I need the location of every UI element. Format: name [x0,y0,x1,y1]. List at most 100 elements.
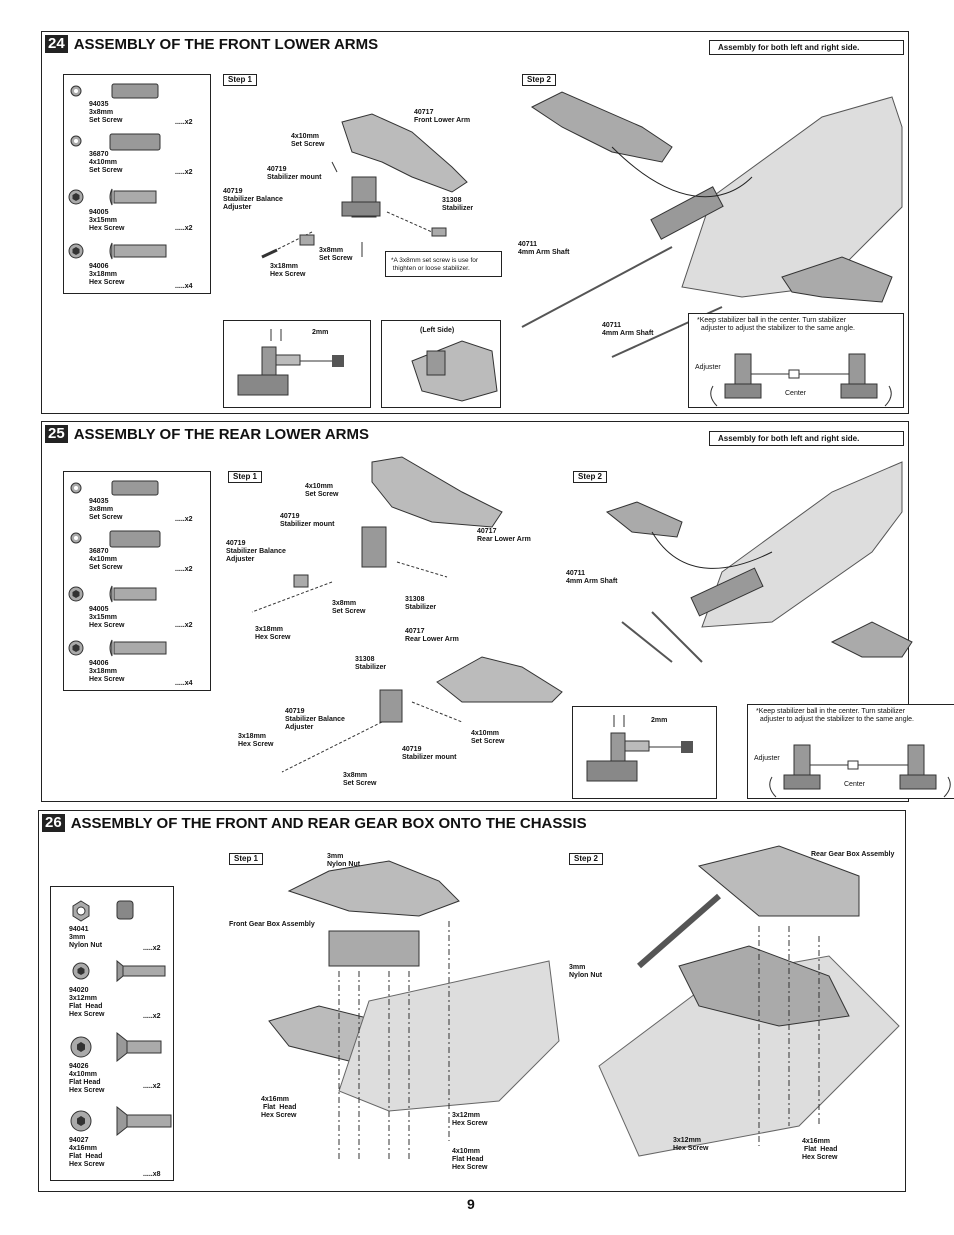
set-screw-icon [70,480,159,496]
balance-diagram [769,744,951,798]
flat-head-screw-icon [70,1031,162,1063]
hex-screw-icon [68,242,167,260]
part-label: 36870 4x10mm Set Screw [89,151,123,174]
section-25-header: 25 ASSEMBLY OF THE REAR LOWER ARMS [45,425,369,443]
part-label: 94020 3x12mm Flat Head Hex Screw [69,987,105,1018]
hex-screw-icon [68,585,157,603]
section-26: 26 ASSEMBLY OF THE FRONT AND REAR GEAR B… [38,810,906,1192]
section-number: 26 [42,814,65,832]
part-qty: .....x2 [143,945,161,952]
label-rear-lower-arm: 40717 Rear Lower Arm [477,528,531,543]
part-qty: .....x8 [143,1171,161,1178]
part-qty: .....x2 [175,622,193,629]
assembly-note: Assembly for both left and right side. [709,40,904,55]
label-hex-screw-3x18-b: 3x18mm Hex Screw [238,733,274,748]
page-number: 9 [467,1196,475,1212]
label-stabilizer: 31308 Stabilizer [405,596,437,611]
inset-2mm-gap: 2mm [223,320,371,408]
label-adjuster: Adjuster [754,755,780,762]
label-stabilizer-b: 31308 Stabilizer [355,656,387,671]
inset-center-note: *Keep stabilizer ball in the center. Tur… [747,704,954,799]
part-qty: .....x2 [175,169,193,176]
label-center: Center [844,781,866,788]
label-2mm: 2mm [312,329,329,336]
assembly-note: Assembly for both left and right side. [709,431,904,446]
label-rear-lower-arm-b: 40717 Rear Lower Arm [405,628,459,643]
label-arm-shaft-1: 40711 4mm Arm Shaft [518,241,570,256]
step-1-label: Step 1 [228,471,263,483]
label-2mm: 2mm [651,717,668,724]
section-title: ASSEMBLY OF THE FRONT LOWER ARMS [73,35,379,53]
label-adjuster: Adjuster [695,364,721,371]
part-qty: .....x4 [175,283,193,290]
part-label: 94006 3x18mm Hex Screw [89,660,125,683]
section-number: 25 [45,425,68,443]
label-flat-4x10: 4x10mm Flat Head Hex Screw [452,1148,488,1171]
set-screw-note: *A 3x8mm set screw is use for thighten o… [385,251,502,277]
set-screw-icon [70,530,161,548]
label-hex-3x12-a: 3x12mm Hex Screw [452,1112,488,1127]
step-2-label: Step 2 [573,471,608,483]
label-set-screw-4x10: 4x10mm Set Screw [291,133,325,148]
inset-center-note: *Keep stabilizer ball in the center. Tur… [688,313,904,408]
label-set-screw-3x8: 3x8mm Set Screw [332,600,366,615]
parts-list: 94035 3x8mm Set Screw .....x2 36870 4x10… [63,471,211,691]
label-front-gearbox: Front Gear Box Assembly [229,921,315,928]
part-label: 94006 3x18mm Hex Screw [89,263,125,286]
part-label: 94005 3x15mm Hex Screw [89,209,125,232]
inset-2mm-gap: 2mm [572,706,717,799]
label-rear-gearbox: Rear Gear Box Assembly [811,851,895,858]
part-label: 94026 4x10mm Flat Head Hex Screw [69,1063,105,1094]
set-screw-icon [70,133,161,151]
label-stabilizer-adjuster-b: 40719 Stabilizer Balance Adjuster [285,708,345,731]
label-set-screw-4x10-b: 4x10mm Set Screw [471,730,505,745]
section-title: ASSEMBLY OF THE REAR LOWER ARMS [73,425,369,443]
adjuster-gap-diagram [586,715,693,782]
hex-screw-icon [68,639,167,657]
label-left-side: (Left Side) [420,327,455,334]
label-set-screw-3x8: 3x8mm Set Screw [319,247,353,262]
part-qty: .....x2 [143,1013,161,1020]
label-hex-screw-3x18: 3x18mm Hex Screw [270,263,306,278]
label-flat-4x16-b: 4x16mm Flat Head Hex Screw [802,1138,838,1161]
part-qty: .....x4 [175,680,193,687]
rear-gearbox-diagram [598,845,900,1157]
label-stabilizer-mount: 40719 Stabilizer mount [280,513,335,528]
parts-list: 94041 3mm Nylon Nut .....x2 94020 3x12mm… [50,886,174,1181]
rear-arm-exploded-diagram [251,456,563,773]
label-stabilizer: 31308 Stabilizer [442,197,474,212]
label-stabilizer-adjuster: 40719 Stabilizer Balance Adjuster [223,188,283,211]
label-set-screw-4x10: 4x10mm Set Screw [305,483,339,498]
part-label: 94035 3x8mm Set Screw [89,498,123,521]
note-text: *A 3x8mm set screw is use for thighten o… [391,257,479,272]
label-arm-shaft-2: 40711 4mm Arm Shaft [602,322,654,337]
label-stabilizer-mount: 40719 Stabilizer mount [267,166,322,181]
label-arm-shaft: 40711 4mm Arm Shaft [566,570,618,585]
part-qty: .....x2 [143,1083,161,1090]
label-set-screw-3x8-b: 3x8mm Set Screw [343,772,377,787]
keep-note: *Keep stabilizer ball in the center. Tur… [697,317,855,332]
label-front-lower-arm: 40717 Front Lower Arm [414,109,471,124]
part-label: 94041 3mm Nylon Nut [69,926,103,949]
part-qty: .....x2 [175,225,193,232]
keep-note: *Keep stabilizer ball in the center. Tur… [756,708,914,723]
step-1-label: Step 1 [229,853,264,865]
label-hex-screw-3x18: 3x18mm Hex Screw [255,626,291,641]
section-number: 24 [45,35,68,53]
front-arm-exploded-diagram [261,113,468,259]
flat-head-screw-icon [70,1105,172,1137]
parts-list: 94035 3x8mm Set Screw .....x2 36870 4x10… [63,74,211,294]
part-qty: .....x2 [175,516,193,523]
label-stabilizer-adjuster: 40719 Stabilizer Balance Adjuster [226,540,286,563]
front-gearbox-diagram [268,860,560,1161]
section-26-header: 26 ASSEMBLY OF THE FRONT AND REAR GEAR B… [42,814,587,832]
label-flat-4x16-a: 4x16mm Flat Head Hex Screw [261,1096,297,1119]
section-24-header: 24 ASSEMBLY OF THE FRONT LOWER ARMS [45,35,378,53]
part-label: 94005 3x15mm Hex Screw [89,606,125,629]
flat-head-screw-icon [72,959,166,983]
label-nylon-nut-b: 3mm Nylon Nut [569,964,603,979]
part-qty: .....x2 [175,566,193,573]
section-title: ASSEMBLY OF THE FRONT AND REAR GEAR BOX … [70,814,587,832]
adjuster-gap-diagram [237,329,344,396]
balance-diagram [710,353,892,407]
